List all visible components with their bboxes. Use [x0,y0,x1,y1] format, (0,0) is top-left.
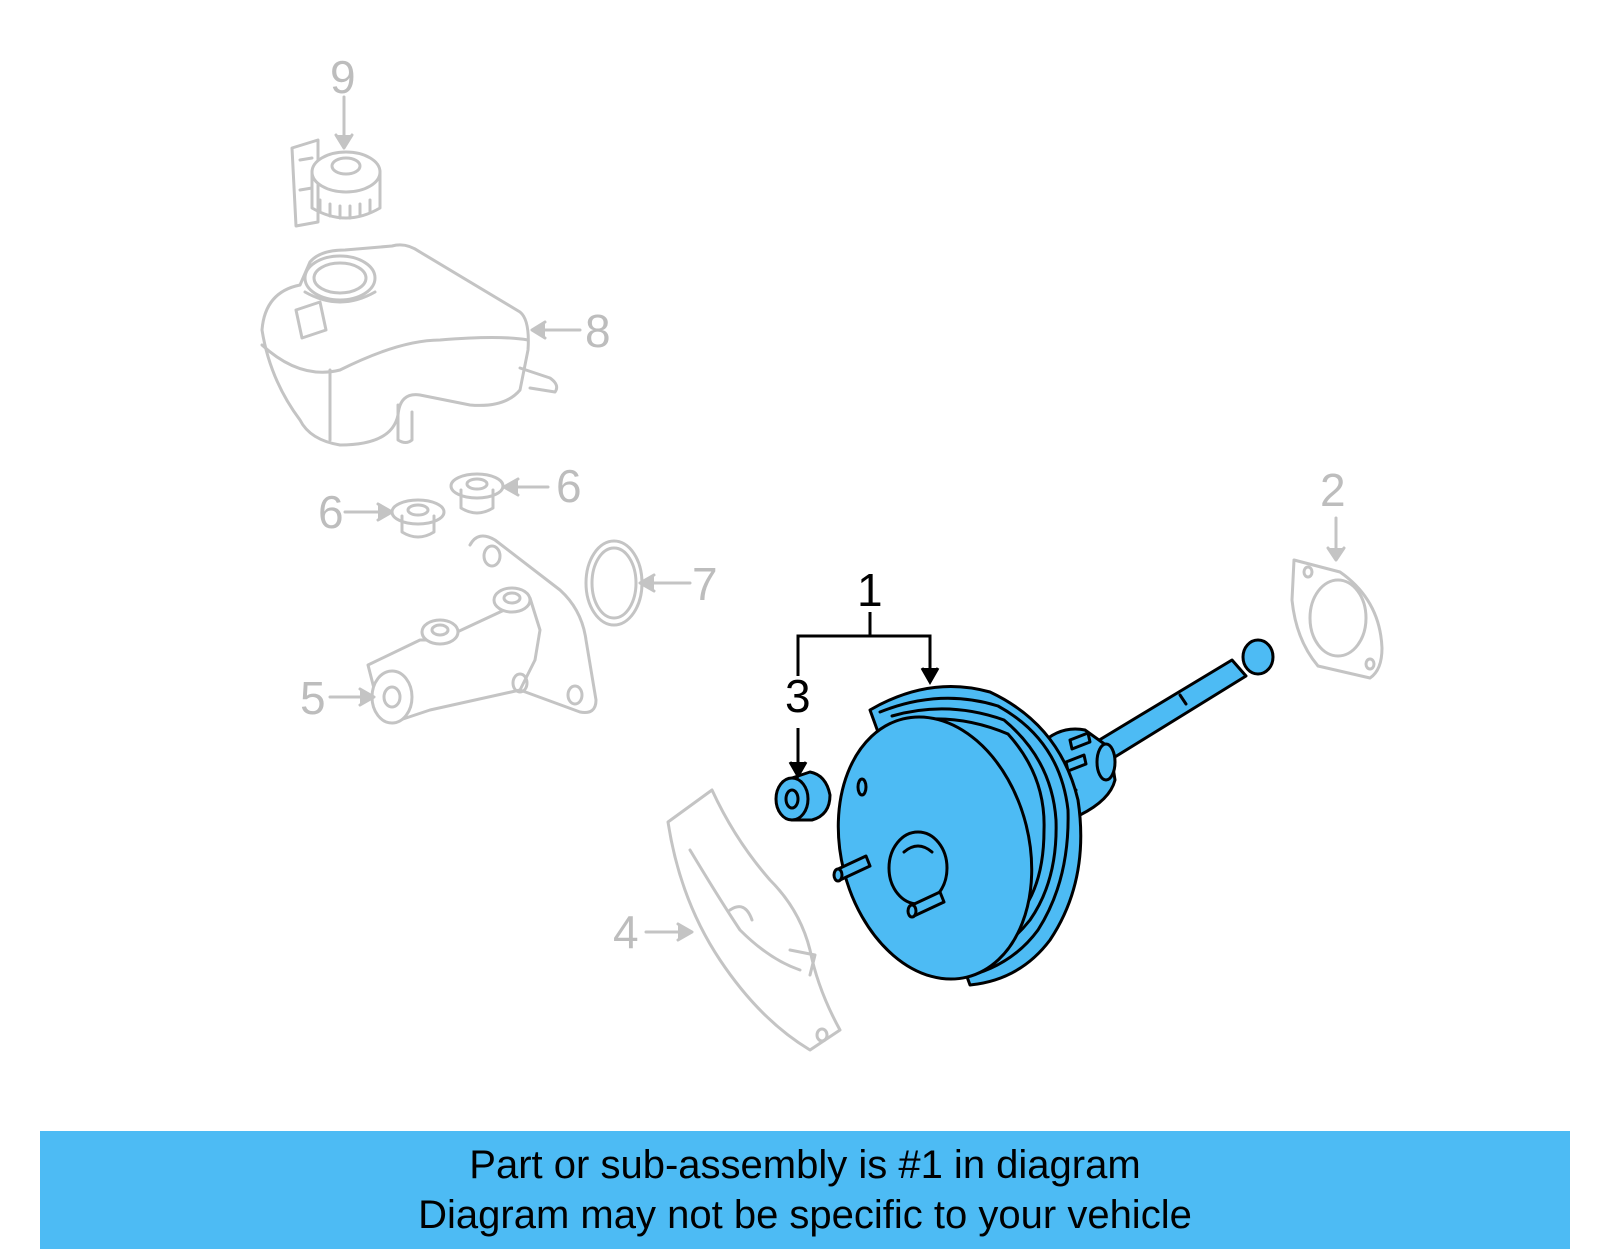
callout-1: 1 [857,564,883,616]
callout-6-left: 6 [318,486,344,538]
master-cylinder-part-5 [328,534,598,725]
callout-4: 4 [613,906,639,958]
callout-9: 9 [330,51,356,103]
callout-3: 3 [785,670,811,722]
fluid-reservoir-part-8 [260,243,582,447]
leader-lines-active [788,612,940,780]
booster-studs [832,731,1092,919]
callout-5: 5 [300,672,326,724]
grommet-part-6a [343,498,446,539]
parts-diagram: 9 8 6 6 7 5 4 2 1 3 [260,51,1384,1052]
gasket-part-2 [1290,516,1384,680]
grommet-part-6b [449,472,550,515]
o-ring-part-7 [584,539,692,627]
callout-7: 7 [692,558,718,610]
callout-6-right: 6 [556,460,582,512]
banner-line-1: Part or sub-assembly is #1 in diagram [469,1143,1141,1187]
info-banner: Part or sub-assembly is #1 in diagram Di… [40,1131,1570,1249]
booster-push-rod [1094,638,1275,762]
booster-diaphragm-housing [836,684,1083,987]
banner-line-2: Diagram may not be specific to your vehi… [418,1193,1192,1237]
callout-8: 8 [585,305,611,357]
callout-2: 2 [1320,464,1346,516]
booster-grommet-part-3 [774,770,832,822]
reservoir-cap-part-9 [290,95,382,228]
dimmed-parts [260,95,1384,1052]
heat-shield-part-4 [644,788,842,1052]
brake-booster-part-1 [832,638,1275,987]
